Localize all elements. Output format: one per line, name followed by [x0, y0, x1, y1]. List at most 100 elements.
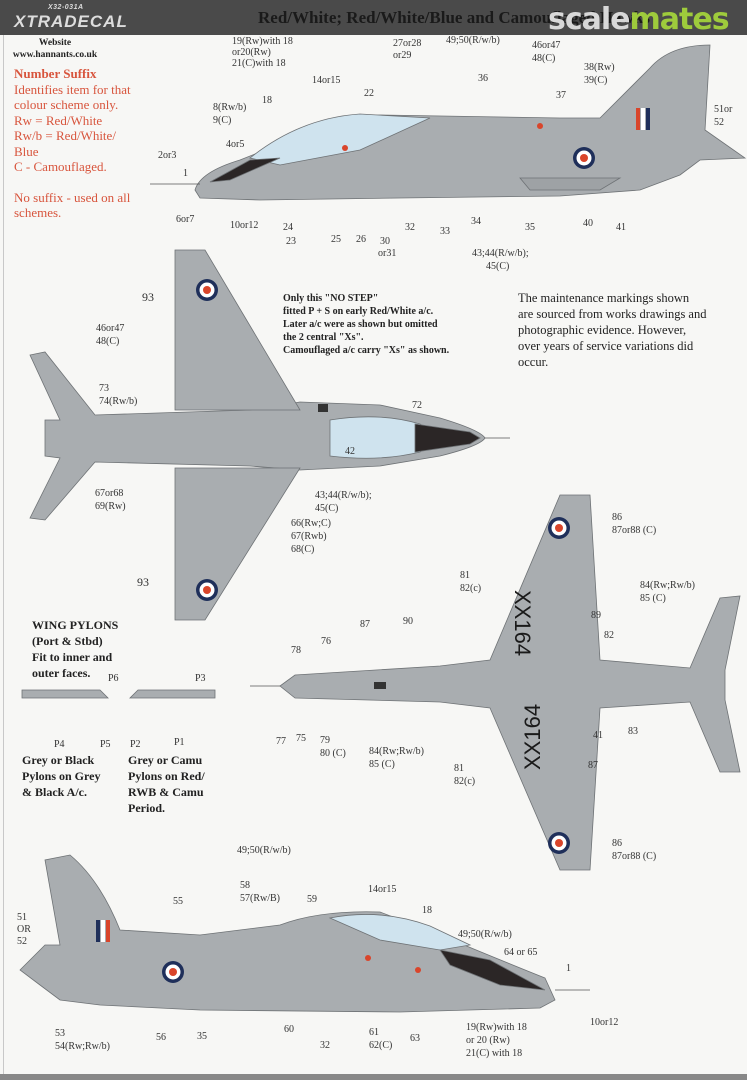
callout-label: 18 [422, 905, 432, 916]
callout-label: 66(Rw;C) [291, 518, 331, 529]
callout-label: 78 [291, 645, 301, 656]
callout-label: 82 [604, 630, 614, 641]
xtradecal-logo: X32-031A XTRADECAL [10, 2, 127, 34]
callout-label: 52 [17, 936, 27, 947]
callout-label: 90 [403, 616, 413, 627]
callout-label: 35 [525, 222, 535, 233]
callout-label: 10or12 [590, 1017, 619, 1028]
callout-label: 42 [345, 446, 355, 457]
callout-label: 43;44(R/w/b); [315, 490, 372, 501]
callout-label: 76 [321, 636, 331, 647]
callout-label: 77 [276, 736, 286, 747]
callout-label: 86 [612, 512, 622, 523]
callout-label: 19(Rw)with 18 [232, 36, 293, 47]
callout-label: 21(C)with 18 [232, 58, 286, 69]
scalemates-watermark: scalemates [548, 2, 730, 37]
callout-label: 37 [556, 90, 566, 101]
callout-label: 30 [380, 236, 390, 247]
callout-label: or31 [378, 248, 397, 259]
callout-label: 49;50(R/w/b) [237, 845, 291, 856]
callout-label: 53 [55, 1028, 65, 1039]
callout-label: 79 [320, 735, 330, 746]
callout-label: 56 [156, 1032, 166, 1043]
callout-label: 49;50(R/w/b) [446, 35, 500, 46]
callout-label: 40 [583, 218, 593, 229]
callout-label: 2or3 [158, 150, 177, 161]
wing-pylons-drawing [21, 689, 216, 699]
underside-view [29, 249, 510, 621]
pylon-label: P4 [54, 739, 65, 750]
legend-line: Identifies item for that [14, 81, 131, 97]
no-step-note: Only this "NO STEP" fitted P + S on earl… [283, 293, 450, 356]
callout-label: 24 [283, 222, 293, 233]
pylon-label: P3 [195, 673, 206, 684]
serial-lower: XX164 [520, 704, 545, 770]
callout-label: 21(C) with 18 [466, 1048, 523, 1059]
callout-label: 75 [296, 733, 306, 744]
callout-label: 93 [142, 290, 154, 304]
wing-pylons-heading: WING PYLONS (Port & Stbd) Fit to inner a… [32, 618, 119, 680]
callout-label: OR [17, 924, 31, 935]
callout-label: 62(C) [369, 1040, 393, 1051]
callout-label: 84(Rw;Rw/b) [640, 580, 695, 591]
callout-label: 58 [240, 880, 250, 891]
callout-label: 1 [566, 963, 571, 974]
legend-line: colour scheme only. [14, 97, 119, 112]
serial-upper: XX164 [510, 590, 535, 656]
page-border [3, 35, 4, 1080]
pylon-label: P5 [100, 739, 111, 750]
bottom-edge [0, 1074, 747, 1080]
callout-label: 85 (C) [640, 593, 666, 604]
callout-label: 38(Rw) [584, 62, 615, 73]
callout-label: 6or7 [176, 214, 195, 225]
callout-label: 35 [197, 1031, 207, 1042]
callout-label: 18 [262, 95, 272, 106]
callout-label: 32 [320, 1040, 330, 1051]
number-suffix-legend: Number Suffix Identifies item for that c… [14, 66, 164, 221]
callout-label: 49;50(R/w/b) [458, 929, 512, 940]
callout-label: 48(C) [532, 53, 556, 64]
callout-label: 52 [714, 117, 724, 128]
callout-label: or20(Rw) [232, 47, 271, 58]
legend-footer: No suffix - used on all [14, 189, 131, 205]
callout-label: 4or5 [226, 139, 245, 150]
callout-label: 82(c) [454, 776, 476, 787]
pylon-caption-left: Grey or Black Pylons on Grey & Black A/c… [22, 753, 101, 799]
callout-label: 63 [410, 1033, 420, 1044]
callout-label: 41 [616, 222, 626, 233]
pylon-label: P1 [174, 737, 185, 748]
callout-label: 67or68 [95, 488, 124, 499]
callout-label: or29 [393, 50, 412, 61]
callout-label: 55 [173, 896, 183, 907]
callout-label: 81 [460, 570, 470, 581]
callout-label: 14or15 [368, 884, 397, 895]
callout-label: 73 [99, 383, 109, 394]
topside-view: XX164 XX164 [250, 494, 741, 871]
callout-label: 33 [440, 226, 450, 237]
website-label: Website [38, 38, 72, 48]
callout-label: 39(C) [584, 75, 608, 86]
legend-line: Blue [14, 143, 39, 159]
callout-label: 69(Rw) [95, 501, 126, 512]
pylon-label: P6 [108, 673, 119, 684]
callout-label: 45(C) [315, 503, 339, 514]
callout-label: 80 (C) [320, 748, 346, 759]
callout-label: 89 [591, 610, 601, 621]
callout-label: 45(C) [486, 261, 510, 272]
header-bar: X32-031A XTRADECAL Red/White; Red/White/… [0, 0, 747, 37]
callout-label: 32 [405, 222, 415, 233]
callout-label: 48(C) [96, 336, 120, 347]
maintenance-note: The maintenance markings shown are sourc… [518, 291, 707, 369]
legend-footer: schemes. [14, 205, 62, 220]
callout-label: 25 [331, 234, 341, 245]
website-url[interactable]: www.hannants.co.uk [12, 50, 98, 60]
callout-label: 36 [478, 73, 488, 84]
callout-label: 87or88 (C) [612, 851, 657, 862]
callout-label: 27or28 [393, 38, 422, 49]
callout-label: 14or15 [312, 75, 341, 86]
callout-label: 54(Rw;Rw/b) [55, 1041, 110, 1052]
pylon-label: P2 [130, 739, 141, 750]
side-view-top [150, 44, 747, 201]
callout-label: 10or12 [230, 220, 259, 231]
